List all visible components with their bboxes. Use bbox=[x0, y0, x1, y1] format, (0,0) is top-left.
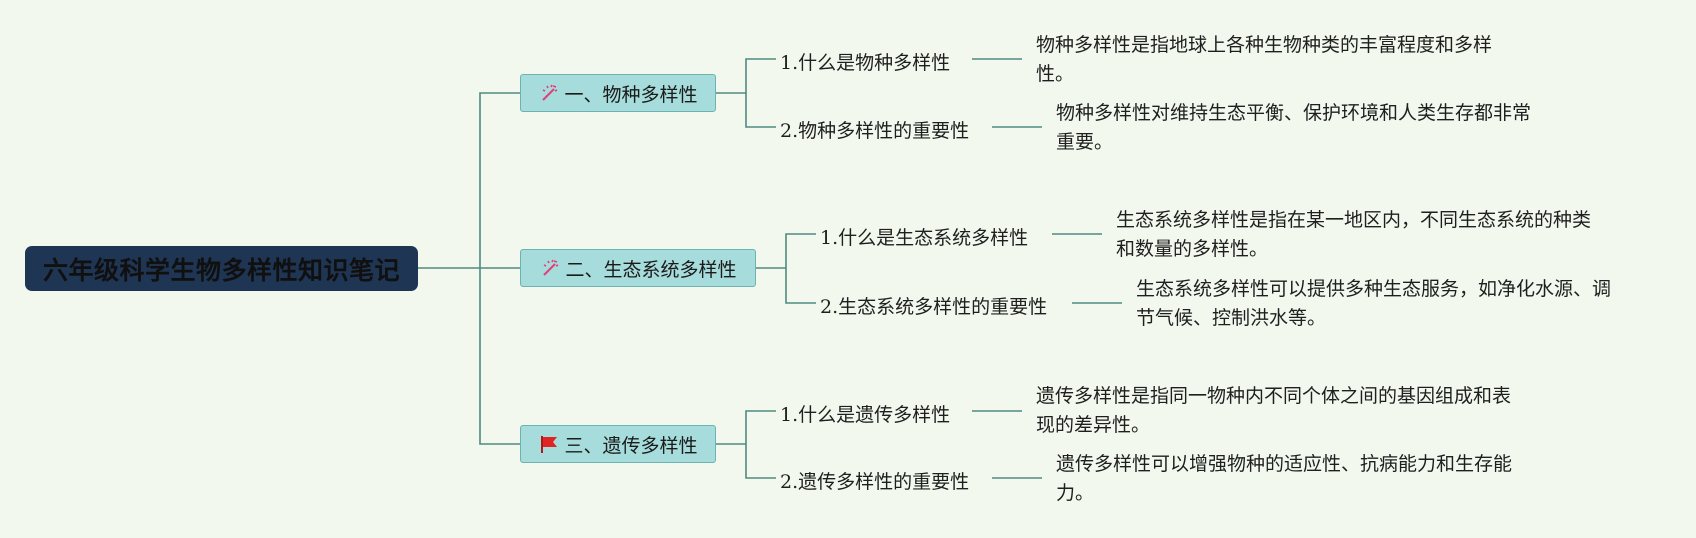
sparkle-icon bbox=[539, 257, 561, 279]
leaf-line: 节气候、控制洪水等。 bbox=[1136, 307, 1327, 329]
leaf-line: 物种多样性是指地球上各种生物种类的丰富程度和多样 bbox=[1036, 34, 1493, 56]
subtopic-label: 1.什么是遗传多样性 bbox=[780, 404, 951, 426]
leaf-species-importance[interactable]: 物种多样性对维持生态平衡、保护环境和人类生存都非常 重要。 bbox=[1056, 99, 1531, 157]
leaf-species-definition[interactable]: 物种多样性是指地球上各种生物种类的丰富程度和多样 性。 bbox=[1036, 31, 1492, 89]
branch-label: 一、物种多样性 bbox=[564, 83, 698, 106]
subtopic-label: 1.什么是生态系统多样性 bbox=[820, 227, 1029, 249]
root-title: 六年级科学生物多样性知识笔记 bbox=[42, 255, 400, 285]
leaf-line: 重要。 bbox=[1056, 131, 1114, 153]
leaf-line: 遗传多样性是指同一物种内不同个体之间的基因组成和表 bbox=[1036, 385, 1512, 407]
branch-label: 二、生态系统多样性 bbox=[565, 258, 737, 281]
leaf-ecosystem-definition[interactable]: 生态系统多样性是指在某一地区内，不同生态系统的种类 和数量的多样性。 bbox=[1116, 206, 1591, 264]
branch-label: 三、遗传多样性 bbox=[564, 434, 698, 457]
subtopic-importance-ecosystem-diversity[interactable]: 2.生态系统多样性的重要性 bbox=[820, 292, 1047, 319]
leaf-genetic-importance[interactable]: 遗传多样性可以增强物种的适应性、抗病能力和生存能 力。 bbox=[1056, 450, 1512, 508]
branch-genetic-diversity[interactable]: 三、遗传多样性 bbox=[520, 425, 716, 463]
subtopic-importance-genetic-diversity[interactable]: 2.遗传多样性的重要性 bbox=[780, 467, 969, 494]
leaf-line: 力。 bbox=[1056, 482, 1095, 504]
subtopic-importance-species-diversity[interactable]: 2.物种多样性的重要性 bbox=[780, 116, 969, 143]
subtopic-label: 2.生态系统多样性的重要性 bbox=[820, 296, 1048, 318]
subtopic-label: 2.遗传多样性的重要性 bbox=[780, 471, 970, 493]
leaf-ecosystem-importance[interactable]: 生态系统多样性可以提供多种生态服务，如净化水源、调 节气候、控制洪水等。 bbox=[1136, 275, 1611, 333]
subtopic-what-is-species-diversity[interactable]: 1.什么是物种多样性 bbox=[780, 48, 950, 75]
leaf-genetic-definition[interactable]: 遗传多样性是指同一物种内不同个体之间的基因组成和表 现的差异性。 bbox=[1036, 382, 1511, 440]
leaf-line: 遗传多样性可以增强物种的适应性、抗病能力和生存能 bbox=[1056, 453, 1513, 475]
subtopic-label: 2.物种多样性的重要性 bbox=[780, 120, 970, 142]
subtopic-label: 1.什么是物种多样性 bbox=[780, 52, 951, 74]
subtopic-what-is-ecosystem-diversity[interactable]: 1.什么是生态系统多样性 bbox=[820, 223, 1028, 250]
sparkle-icon bbox=[538, 82, 560, 104]
root-topic[interactable]: 六年级科学生物多样性知识笔记 bbox=[25, 246, 418, 291]
subtopic-what-is-genetic-diversity[interactable]: 1.什么是遗传多样性 bbox=[780, 400, 950, 427]
leaf-line: 生态系统多样性是指在某一地区内，不同生态系统的种类 bbox=[1116, 209, 1592, 231]
leaf-line: 现的差异性。 bbox=[1036, 414, 1151, 436]
leaf-line: 生态系统多样性可以提供多种生态服务，如净化水源、调 bbox=[1136, 278, 1612, 300]
leaf-line: 物种多样性对维持生态平衡、保护环境和人类生存都非常 bbox=[1056, 102, 1532, 124]
leaf-line: 和数量的多样性。 bbox=[1116, 238, 1269, 260]
branch-ecosystem-diversity[interactable]: 二、生态系统多样性 bbox=[520, 249, 756, 287]
leaf-line: 性。 bbox=[1036, 63, 1075, 85]
branch-species-diversity[interactable]: 一、物种多样性 bbox=[520, 74, 716, 112]
red-flag-icon bbox=[538, 433, 560, 455]
